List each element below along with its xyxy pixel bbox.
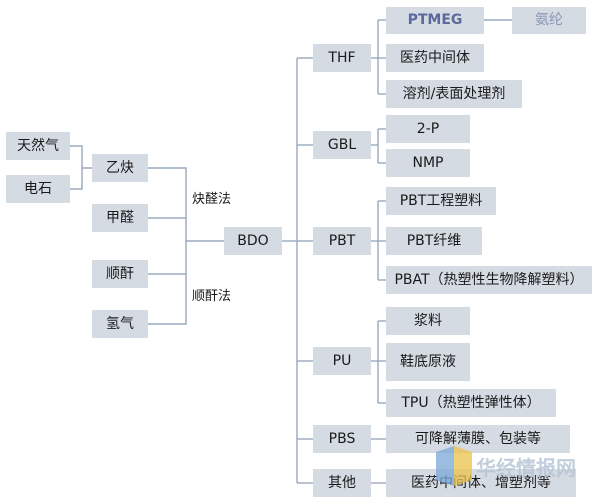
- connector-hydrogen-merge: [148, 274, 187, 325]
- node-pu: PU: [313, 347, 371, 375]
- node-pbs: PBS: [313, 425, 371, 453]
- node-spandex: 氨纶: [512, 7, 586, 34]
- node-nmp: NMP: [386, 149, 470, 177]
- node-solvent: 溶剂/表面处理剂: [386, 80, 522, 108]
- connector-merge-bdo: [185, 218, 224, 242]
- connector-gas-acetylene: [70, 145, 92, 169]
- connector-carbide-acetylene: [70, 168, 83, 190]
- node-natural-gas: 天然气: [6, 132, 70, 160]
- node-gbl: GBL: [313, 131, 371, 159]
- node-hydrogen: 氢气: [92, 310, 148, 338]
- connector-acetylene-merge: [148, 167, 187, 218]
- node-formaldehyde: 甲醛: [92, 204, 148, 232]
- node-thf: THF: [313, 44, 371, 72]
- watermark-text: 华经情报网: [476, 456, 576, 480]
- node-slurry: 浆料: [386, 307, 470, 335]
- node-pbt: PBT: [313, 227, 371, 255]
- node-pbat: PBAT（热塑性生物降解塑料）: [386, 266, 592, 294]
- node-pbt-fiber: PBT纤维: [386, 227, 482, 255]
- node-bdo: BDO: [224, 227, 282, 255]
- node-thf-pharma-intermediate: 医药中间体: [386, 44, 484, 72]
- node-degradable-film: 可降解薄膜、包装等: [386, 425, 570, 453]
- node-maleic-anhydride: 顺酐: [92, 260, 148, 288]
- watermark-logo-icon: [436, 446, 472, 486]
- node-tpu: TPU（热塑性弹性体）: [386, 389, 556, 417]
- node-shoe-sole-liquid: 鞋底原液: [386, 343, 470, 381]
- connector-maleic-merge: [148, 241, 187, 275]
- node-acetylene: 乙炔: [92, 154, 148, 182]
- node-pbt-plastic: PBT工程塑料: [386, 187, 496, 215]
- node-other: 其他: [313, 469, 371, 497]
- node-other-pharma-plasticizer: 医药中间体、增塑剂等: [386, 469, 576, 497]
- node-ptmeg: PTMEG: [386, 7, 484, 34]
- label-maleic-process: 顺酐法: [192, 289, 232, 304]
- label-reppe-process: 炔醛法: [192, 192, 232, 207]
- node-2p: 2-P: [386, 115, 470, 143]
- node-calcium-carbide: 电石: [6, 175, 70, 203]
